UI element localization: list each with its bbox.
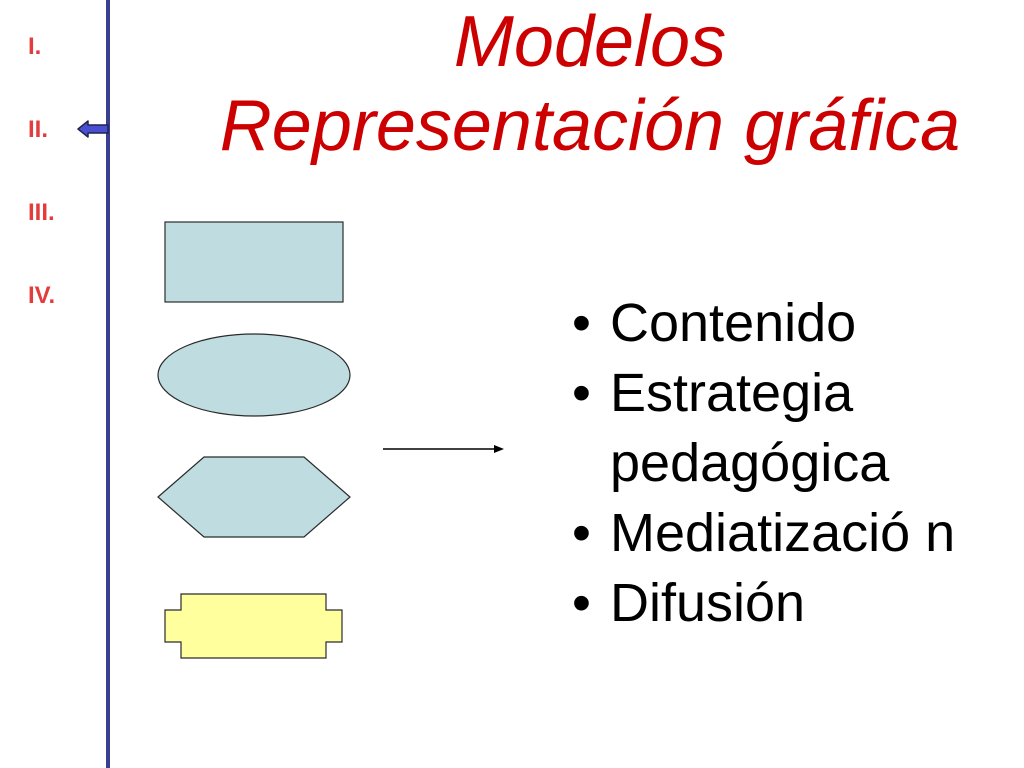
bullet-item-1: Contenido	[568, 288, 1008, 358]
slide-title: Modelos Representación gráfica	[150, 0, 1024, 168]
left-arrow-icon	[77, 120, 109, 138]
title-line-2: Representación gráfica	[219, 86, 961, 166]
nav-divider	[106, 0, 110, 768]
ellipse-shape	[157, 333, 351, 417]
nav-item-4[interactable]: IV.	[28, 282, 56, 309]
rectangle-shape	[164, 221, 344, 303]
nav-item-3[interactable]: III.	[28, 199, 55, 226]
nav-item-1[interactable]: I.	[28, 33, 42, 60]
right-arrow-icon	[383, 445, 504, 453]
section-nav: I. II. III. IV.	[28, 28, 55, 360]
nav-item-2[interactable]: II.	[28, 116, 49, 143]
tab-shape	[164, 593, 343, 659]
bullet-item-2: Estrategia pedagógica	[568, 358, 1008, 498]
title-line-1: Modelos	[453, 2, 727, 82]
bullet-item-4: Difusión	[568, 568, 1008, 638]
hexagon-shape	[157, 456, 351, 538]
bullet-item-3: Mediatizació n	[568, 498, 1008, 568]
bullet-list: Contenido Estrategia pedagógica Mediatiz…	[568, 288, 1008, 638]
